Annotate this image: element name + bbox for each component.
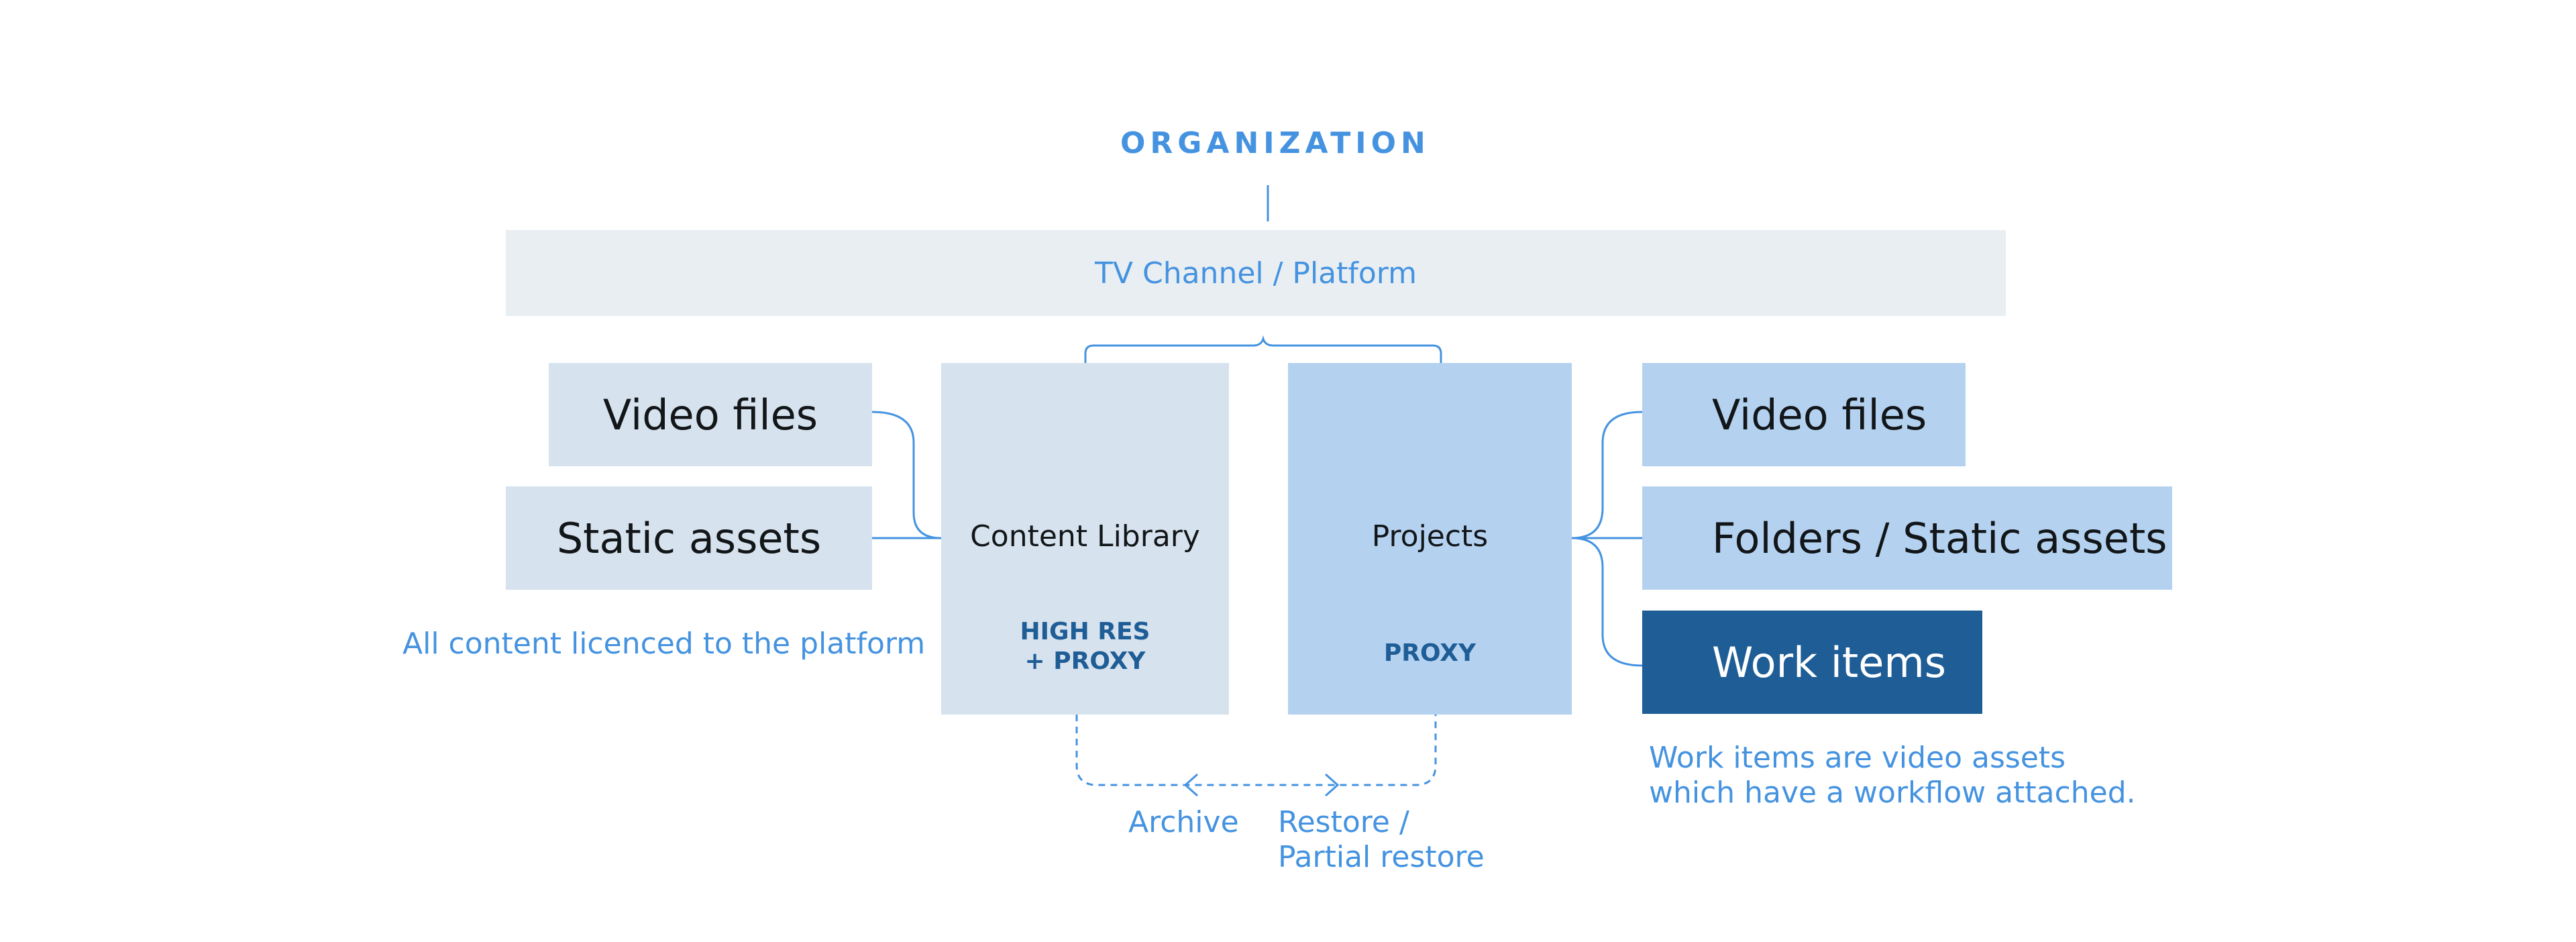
archive-restore-path: [1075, 715, 1437, 786]
restore-arrow-icon: [1325, 773, 1340, 797]
library-asset-static-assets: Static assets: [506, 486, 872, 590]
projects-bracket-video: [1571, 411, 1643, 539]
platform-brace: [1084, 335, 1442, 363]
asset-label: Work items: [1712, 637, 1947, 687]
projects-tag: PROXY: [1383, 639, 1477, 667]
library-bracket-video: [871, 411, 942, 539]
platform-bar: TV Channel / Platform: [506, 230, 2006, 316]
projects-asset-folders-static: Folders / Static assets: [1642, 486, 2172, 590]
asset-label: Static assets: [556, 513, 822, 563]
content-library-tag-line2: + PROXY: [1024, 647, 1146, 675]
projects-note: Work items are video assets which have a…: [1649, 741, 2136, 810]
content-library-box: Content Library HIGH RES + PROXY: [941, 363, 1229, 715]
organization-title: ORGANIZATION: [1120, 126, 1430, 160]
restore-label-line2: Partial restore: [1278, 840, 1485, 874]
library-asset-video-files: Video files: [549, 363, 872, 466]
library-note: All content licenced to the platform: [402, 627, 926, 661]
asset-label: Folders / Static assets: [1712, 513, 2167, 563]
restore-label-line1: Restore /: [1278, 805, 1409, 839]
asset-label: Video files: [1712, 390, 1927, 439]
archive-arrow-icon: [1183, 773, 1198, 797]
archive-label: Archive: [1128, 805, 1239, 839]
content-library-label: Content Library: [970, 519, 1200, 554]
projects-bracket-work: [1571, 537, 1643, 667]
projects-note-line1: Work items are video assets: [1649, 741, 2066, 775]
content-library-tag-line1: HIGH RES: [1020, 618, 1150, 645]
platform-label: TV Channel / Platform: [1095, 256, 1417, 291]
projects-box: Projects PROXY: [1288, 363, 1572, 715]
projects-note-line2: which have a workflow attached.: [1649, 776, 2136, 810]
restore-label: Restore / Partial restore: [1278, 805, 1485, 875]
asset-label: Video files: [602, 390, 818, 439]
projects-asset-work-items: Work items: [1642, 611, 1982, 714]
projects-asset-video-files: Video files: [1642, 363, 1966, 466]
projects-label: Projects: [1371, 519, 1489, 554]
